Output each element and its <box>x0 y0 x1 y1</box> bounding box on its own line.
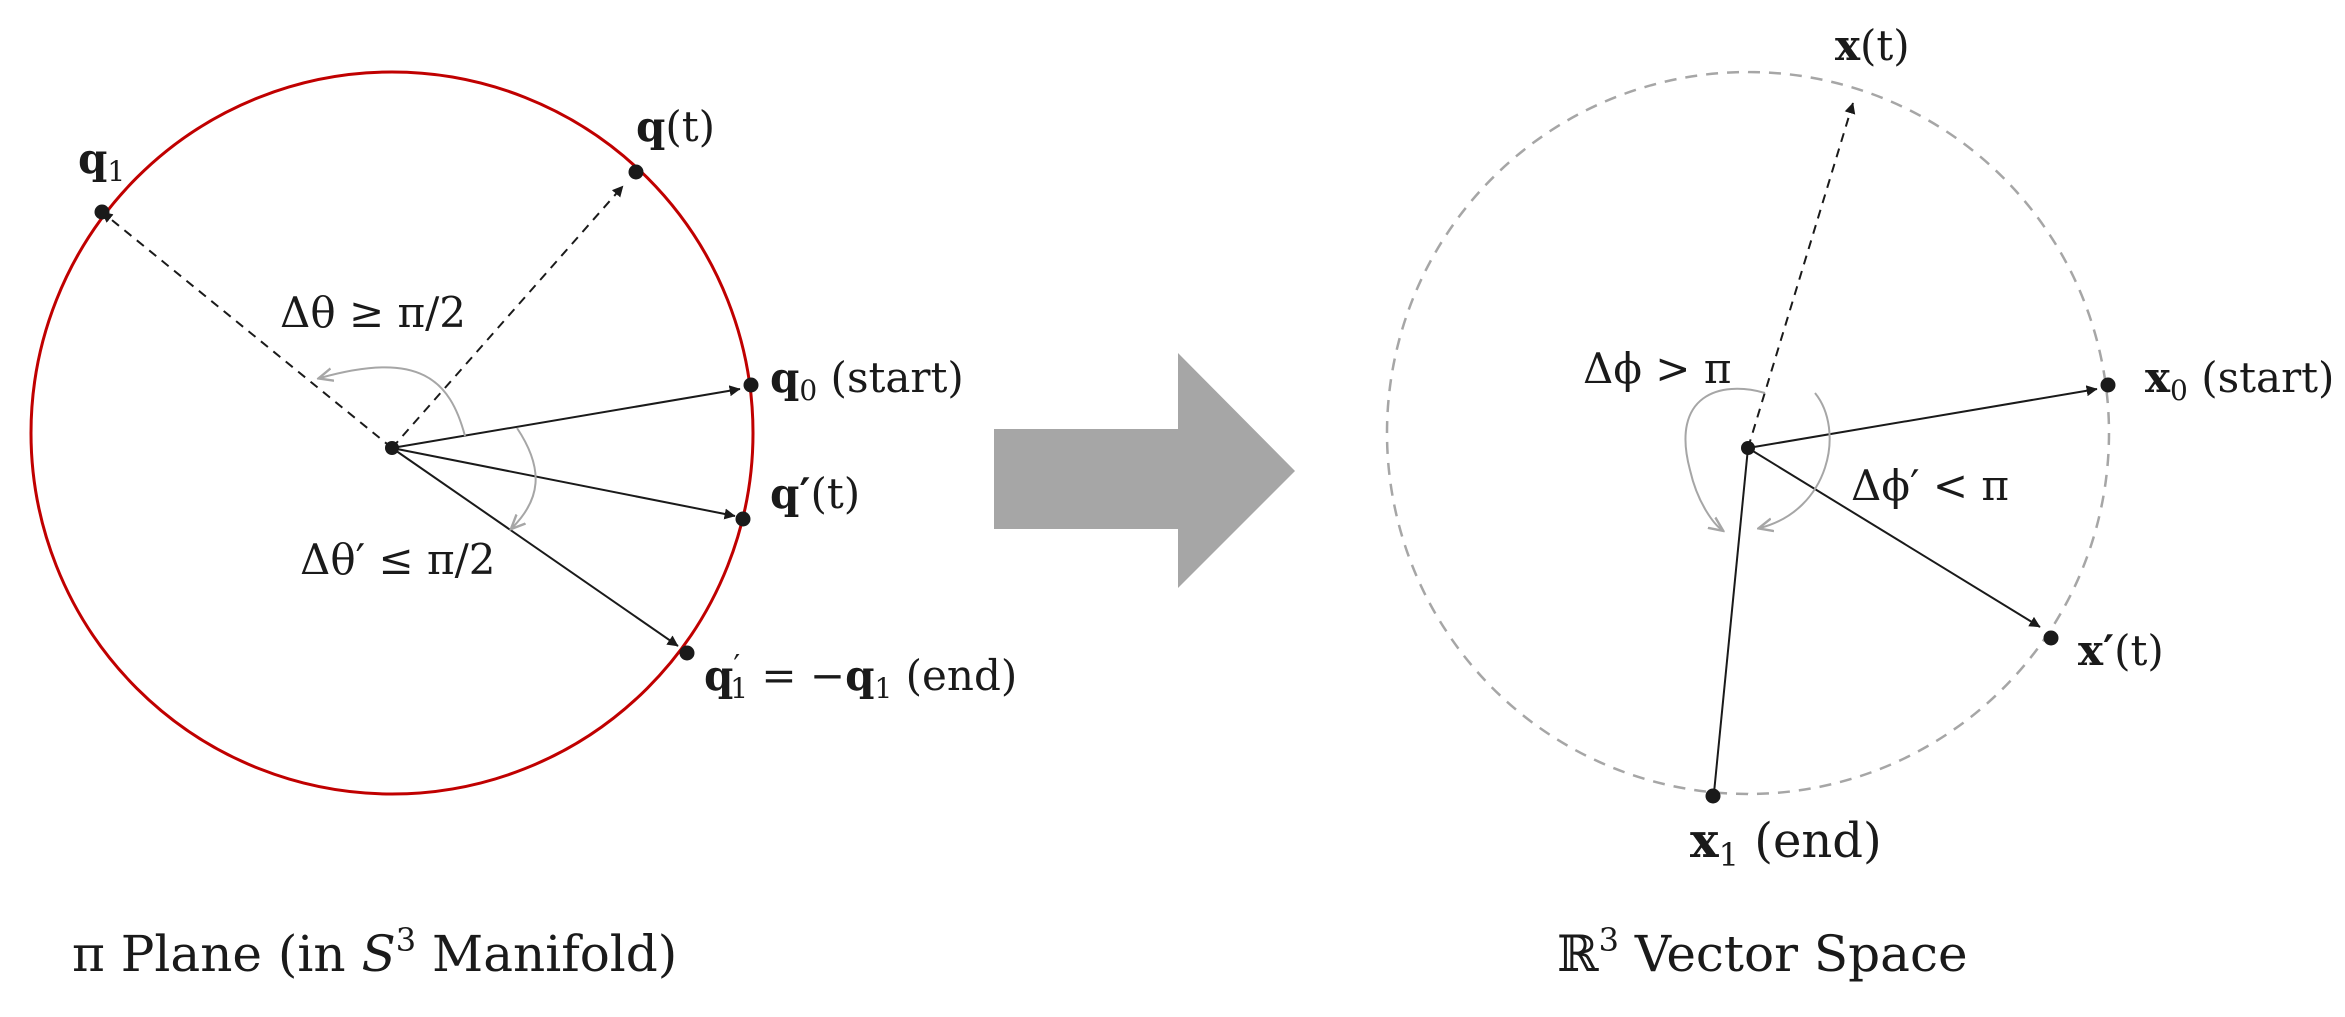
delta-phi-arc <box>1684 387 1766 530</box>
qt-label: q(t) <box>636 102 715 151</box>
origin-point <box>1741 441 1755 455</box>
vector-to-q1prime <box>391 447 679 647</box>
qprime-t-point <box>735 511 751 527</box>
xprime-t-point <box>2043 630 2059 646</box>
right-caption: ℝ3 Vector Space <box>1557 921 1968 983</box>
q0-label: q0 (start) <box>770 353 964 407</box>
vector-to-qt <box>391 185 624 449</box>
left-panel: q1 q(t) q0 (start) q′(t) q′1 = −q1 (end)… <box>29 70 1017 983</box>
x0-label: x0 (start) <box>2145 353 2334 407</box>
left-caption: π Plane (in S3 Manifold) <box>72 921 677 983</box>
delta-phi-label: Δϕ > π <box>1583 344 1731 393</box>
delta-theta-arc <box>320 366 466 437</box>
right-panel: x(t) x0 (start) x′(t) x1 (end) Δϕ > π Δϕ… <box>1385 21 2334 983</box>
vector-to-x1 <box>1708 447 1749 804</box>
s3-manifold-circle <box>29 70 755 796</box>
q1prime-label: q′1 = −q1 (end) <box>704 649 1017 705</box>
x1-label: x1 (end) <box>1690 813 1882 874</box>
qprime-t-label: q′(t) <box>770 469 860 518</box>
vector-to-x0 <box>1747 385 2098 449</box>
delta-phi-prime-label: Δϕ′ < π <box>1851 461 2009 510</box>
xt-label: x(t) <box>1835 21 1910 70</box>
transform-arrow-icon <box>994 353 1295 588</box>
r3-boundary-circle <box>1385 70 2111 796</box>
vector-to-q0 <box>391 385 741 449</box>
delta-theta-prime-arc <box>512 427 537 528</box>
delta-phi-prime-arc <box>1760 392 1831 528</box>
vector-to-qprime-t <box>391 447 736 520</box>
vector-to-q1 <box>101 211 393 449</box>
delta-theta-label: Δθ ≥ π/2 <box>280 288 466 337</box>
q1-label: q1 <box>78 134 125 188</box>
q0-point <box>743 377 759 393</box>
qt-point <box>628 164 644 180</box>
x0-point <box>2100 377 2116 393</box>
x1-point <box>1705 788 1721 804</box>
q1-point <box>94 204 110 220</box>
delta-theta-prime-label: Δθ′ ≤ π/2 <box>300 535 496 584</box>
xprime-t-label: x′(t) <box>2078 626 2164 675</box>
vector-to-xt <box>1747 102 1856 449</box>
q1prime-point <box>679 645 695 661</box>
origin-point <box>385 441 399 455</box>
vector-to-xprime-t <box>1747 447 2041 628</box>
